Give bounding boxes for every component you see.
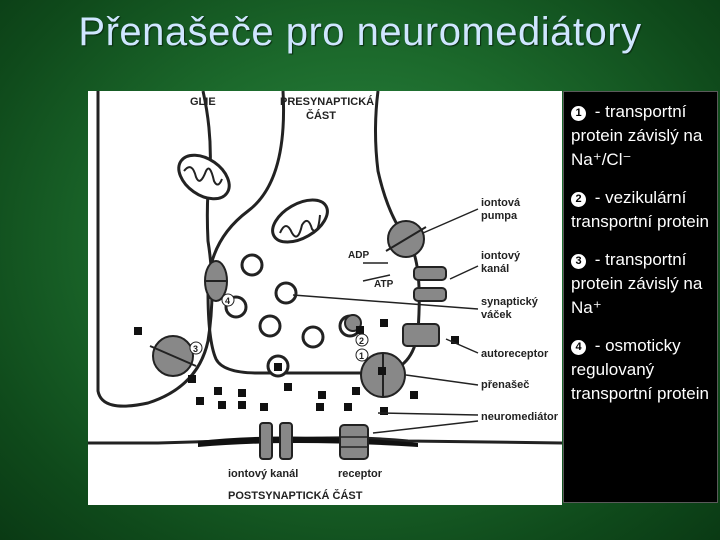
autoreceptor: [402, 323, 440, 347]
synaptic-vesicle: [240, 253, 264, 277]
mitochondrion-glia: [177, 153, 231, 201]
label-iontovy-kanal: iontový: [481, 250, 521, 262]
label-presynapticka: PRESYNAPTICKÁ: [280, 95, 374, 108]
neurotransmitters: [134, 319, 459, 415]
label-prenasec: přenašeč: [481, 379, 529, 391]
label-iontovy-kanal-post: iontový kanál: [228, 468, 298, 480]
legend-number-3: 3: [571, 254, 586, 269]
synaptic-vesicle: [274, 281, 298, 305]
transporter-4: [204, 260, 228, 302]
marker-2: 2: [355, 333, 369, 347]
postsynaptic-receptor: [339, 424, 369, 460]
postsynaptic-ion-channel: [259, 422, 293, 460]
label-iontova-pumpa-2: pumpa: [481, 210, 518, 222]
legend-item-3: 3 - transportní protein závislý na Na⁺: [571, 248, 713, 320]
legend-number-1: 1: [571, 106, 586, 121]
legend-item-4: 4 - osmoticky regulovaný transportní pro…: [571, 334, 713, 406]
legend-item-1: 1 - transportní protein závislý na Na⁺/C…: [571, 100, 713, 172]
svg-text:3: 3: [193, 344, 198, 354]
legend-text-1: - transportní protein závislý na Na⁺/Cl⁻: [571, 102, 703, 169]
legend-panel: 1 - transportní protein závislý na Na⁺/C…: [563, 91, 718, 503]
label-adp: ADP: [348, 250, 369, 261]
synapse-diagram: GLIE PRESYNAPTICKÁ ČÁST iontová pumpa AD…: [88, 90, 563, 505]
presynaptic-terminal: [206, 90, 421, 375]
legend-text-4: - osmoticky regulovaný transportní prote…: [571, 336, 709, 403]
slide-title: Přenašeče pro neuromediátory: [78, 10, 642, 54]
synaptic-vesicle: [301, 325, 325, 349]
label-presynapticka-2: ČÁST: [306, 109, 336, 122]
label-postsynapticka: POSTSYNAPTICKÁ ČÁST: [228, 489, 363, 502]
marker-4: 4: [221, 293, 235, 307]
label-iontovy-kanal-2: kanál: [481, 263, 509, 275]
ion-pump: [385, 220, 427, 258]
svg-text:4: 4: [225, 296, 230, 306]
legend-number-4: 4: [571, 340, 586, 355]
legend-text-2: - vezikulární transportní protein: [571, 188, 709, 231]
marker-3: 3: [189, 341, 203, 355]
label-iontova-pumpa: iontová: [481, 197, 521, 209]
legend-item-2: 2 - vezikulární transportní protein: [571, 186, 713, 234]
arrows: [292, 208, 479, 434]
label-atp: ATP: [374, 279, 394, 290]
label-neuromediator: neuromediátor: [481, 411, 559, 423]
label-glie: GLIE: [190, 96, 216, 108]
mitochondrion-presynaptic: [271, 198, 329, 244]
svg-text:1: 1: [359, 351, 364, 361]
svg-text:2: 2: [359, 336, 364, 346]
marker-1: 1: [355, 348, 369, 362]
label-synapticky-vacek: synaptický: [481, 296, 539, 308]
legend-number-2: 2: [571, 192, 586, 207]
transporter-3: [149, 335, 197, 377]
label-autoreceptor: autoreceptor: [481, 348, 549, 360]
legend-text-3: - transportní protein závislý na Na⁺: [571, 250, 703, 317]
synaptic-vesicle: [258, 314, 282, 338]
label-synapticky-vacek-2: váček: [481, 309, 512, 321]
ion-channel-pre: [413, 266, 447, 302]
label-receptor: receptor: [338, 468, 383, 480]
